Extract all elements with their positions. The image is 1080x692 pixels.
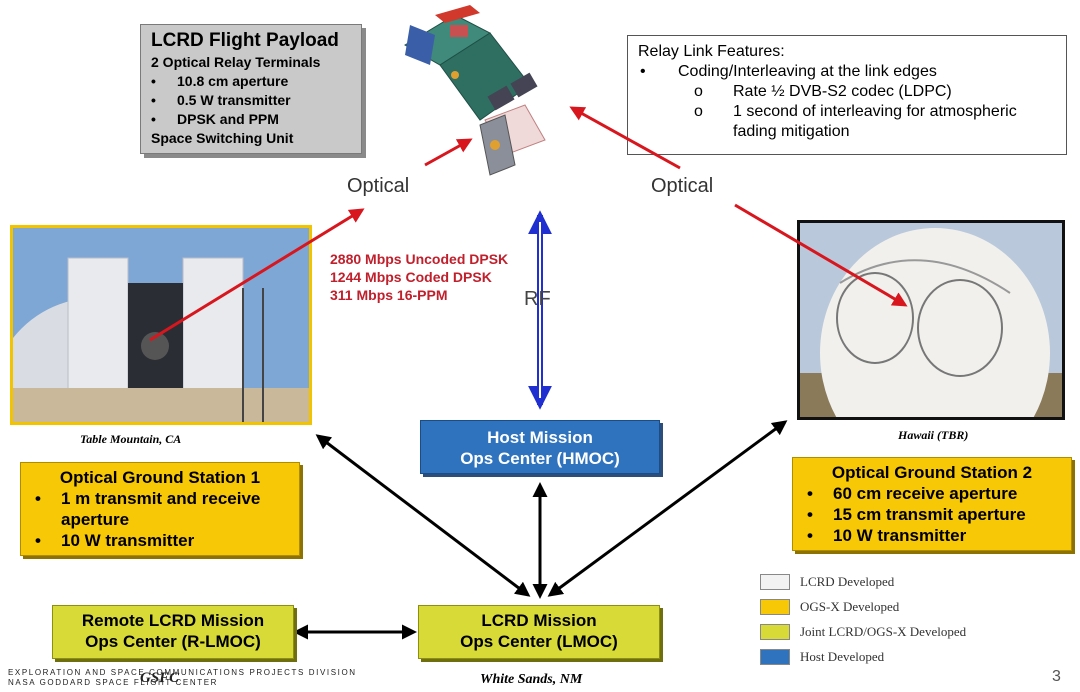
rf-label: RF [524,288,551,310]
lmoc-line: LCRD Mission [481,611,597,630]
hmoc-box: Host Mission Ops Center (HMOC) [420,420,660,474]
legend-label: Host Developed [800,649,885,664]
legend-swatch [760,599,790,615]
relay-subitem-text: Rate ½ DVB-S2 codec (LDPC) [733,83,952,100]
lmoc-box: LCRD Mission Ops Center (LMOC) [418,605,660,659]
legend-swatch [760,624,790,640]
legend-swatch [760,649,790,665]
data-rates: 2880 Mbps Uncoded DPSK 1244 Mbps Coded D… [330,250,508,304]
payload-item: DPSK and PPM [151,110,351,129]
table-mountain-photo [10,225,312,425]
footer-gsfc: GSFC [140,670,180,686]
page-number: 3 [1052,668,1061,685]
footer-division: EXPLORATION AND SPACE COMMUNICATIONS PRO… [8,668,357,688]
spacecraft-illustration [404,5,546,176]
footer-division-line: NASA GODDARD SPACE FLIGHT CENTER [8,678,219,687]
ogs2-item: 60 cm receive aperture [801,483,1063,504]
white-sands-caption: White Sands, NM [480,672,583,687]
legend-label: LCRD Developed [800,574,895,589]
rlmoc-box: Remote LCRD Mission Ops Center (R-LMOC) [52,605,294,659]
rlmoc-line: Ops Center (R-LMOC) [85,632,261,651]
payload-subtitle: 2 Optical Relay Terminals [151,54,321,70]
relay-subitem-marker: o [694,103,703,120]
legend-swatch [760,574,790,590]
hawaii-caption: Hawaii (TBR) [898,428,969,442]
optical-link-left-up [424,138,473,167]
rlmoc-line: Remote LCRD Mission [81,611,265,630]
legend-label: OGS-X Developed [800,599,900,614]
flight-payload-box: LCRD Flight Payload 2 Optical Relay Term… [140,24,362,154]
ogs2-title: Optical Ground Station 2 [831,463,1033,482]
ogs1-title: Optical Ground Station 1 [59,468,261,487]
ogs1-box: Optical Ground Station 1 1 m transmit an… [20,462,300,556]
ground-link-ogs2 [547,420,788,597]
hmoc-line: Host Mission [487,428,593,447]
relay-subitem: o Rate ½ DVB-S2 codec (LDPC) [638,82,1056,102]
optical-link-right-up [569,106,681,170]
ogs2-item: 15 cm transmit aperture [801,504,1063,525]
payload-item: 10.8 cm aperture [151,72,351,91]
relay-item: Coding/Interleaving at the link edges [638,62,1056,82]
lmoc-line: Ops Center (LMOC) [460,632,618,651]
hawaii-photo [797,220,1065,420]
relay-subitem: o 1 second of interleaving for atmospher… [638,102,1056,142]
payload-footer: Space Switching Unit [151,130,294,146]
ogs2-item: 10 W transmitter [801,525,1063,546]
footer-division-line: EXPLORATION AND SPACE COMMUNICATIONS PRO… [8,668,357,677]
ogs1-item: 10 W transmitter [29,530,291,551]
ogs2-box: Optical Ground Station 2 60 cm receive a… [792,457,1072,551]
ground-link-ogs1 [315,434,531,597]
optical-label-left: Optical [347,175,410,197]
legend-label: Joint LCRD/OGS-X Developed [800,624,967,639]
relay-link-features-box: Relay Link Features: Coding/Interleaving… [627,35,1067,155]
payload-item: 0.5 W transmitter [151,91,351,110]
data-rate: 2880 Mbps Uncoded DPSK [330,251,509,267]
ogs1-item: 1 m transmit and receive aperture [29,488,291,530]
optical-link-left [149,208,365,342]
optical-label-right: Optical [651,175,714,197]
payload-title: LCRD Flight Payload [151,30,339,51]
data-rate: 1244 Mbps Coded DPSK [330,269,492,285]
data-rate: 311 Mbps 16-PPM [330,287,448,303]
payload-list: 10.8 cm aperture 0.5 W transmitter DPSK … [151,72,351,129]
optical-link-right [734,203,908,307]
relay-subitem-text: 1 second of interleaving for atmospheric… [733,103,1017,140]
relay-subitem-marker: o [694,83,703,100]
hmoc-line: Ops Center (HMOC) [460,449,620,468]
table-mountain-caption: Table Mountain, CA [80,432,182,446]
relay-title: Relay Link Features: [638,43,785,60]
